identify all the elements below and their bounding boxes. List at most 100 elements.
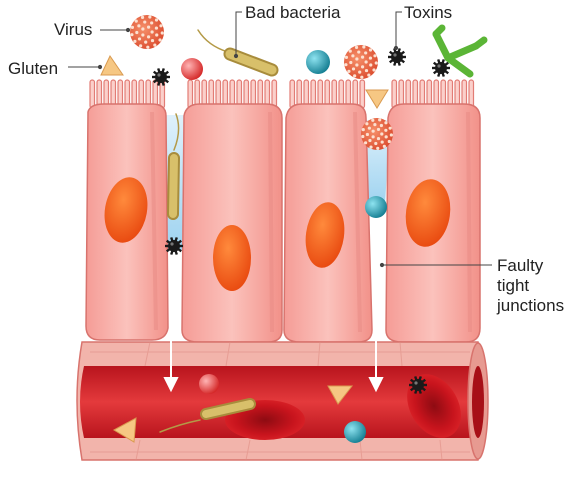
toxin [388,48,406,66]
nucleus-3 [305,202,345,268]
cell-3-shade [353,111,362,333]
nuclei [104,177,451,291]
virus-spike [365,122,369,126]
red-particle-vessel [199,374,219,394]
virus-spike [146,25,151,29]
bacteria [159,29,279,433]
teal-particle-vessel [344,421,366,443]
virus-spike [154,26,159,30]
gluten-top-left [100,54,124,76]
viruses [130,15,393,150]
virus-spike [373,54,377,58]
virus-spike [150,30,154,34]
toxin [409,376,427,394]
bacterium-gap [167,113,180,220]
virus-spike [360,65,365,69]
virus-spike [148,15,152,19]
toxins [152,48,450,394]
virus-label: Virus [54,20,93,39]
bacterium-top [197,29,279,77]
teal-particle-top [306,50,330,74]
green-molecule [432,24,488,78]
virus-spike [355,57,359,61]
cell-2 [181,103,283,343]
leader-bad-bacteria [235,11,242,56]
virus-spike [384,121,388,125]
microvillus [187,79,194,109]
virus-spike [364,60,368,64]
virus-top [130,15,164,49]
microvillus [359,79,366,109]
virus-spike [379,123,384,128]
virus-spike [378,118,382,122]
toxin [152,68,170,86]
virus-spike [348,49,352,53]
teal-particles [306,50,387,443]
virus-spike [373,123,377,127]
virus-spike [388,126,392,130]
virus-spike [384,135,388,139]
virus-spike [364,51,368,55]
virus-spike [155,33,159,37]
virus-spike [154,18,159,22]
virus-spike [150,21,154,25]
virus-spike [344,63,348,67]
virus-spike [368,138,372,143]
virus-spike [360,55,365,59]
virus-spike [349,60,353,65]
virus-spike [368,48,373,52]
microvillus [271,79,278,109]
microvillus [289,79,296,109]
vessel-wall-texture [90,341,470,461]
virus-spike [146,45,150,49]
gluten-label: Gluten [8,59,59,78]
cell-2-shade [268,111,274,333]
virus-spike [144,40,148,44]
gluten-vessel-left [112,417,137,443]
virus-spike [143,20,147,24]
virus-spike [347,69,351,73]
gluten-triangles [100,54,389,443]
virus-spike [361,134,365,139]
virus-spike [361,128,365,132]
nucleus-1 [104,177,148,243]
arrow-left-head [163,377,179,393]
leader-lines [68,11,492,268]
virus-spike [134,19,138,23]
virus-spike [376,136,381,141]
virus-spike [369,63,373,67]
toxin [165,237,183,255]
virus-spike [139,44,143,48]
virus-spike [362,45,366,49]
nucleus-2 [213,225,251,291]
virus-spike [374,61,378,65]
virus-spike [372,68,376,72]
virus-spike [364,141,368,145]
arrow-right-head [368,377,384,393]
virus-spike [140,15,145,19]
faulty-label-line1: Faulty [497,256,544,275]
virus-spike [376,146,380,150]
virus-spike [158,38,162,42]
translocation-arrows [163,218,384,393]
virus-spike [382,144,386,148]
virus-spike [146,35,151,39]
virus-spike [380,132,384,136]
faulty-label-line2: tight [497,276,530,295]
virus-spike [137,37,142,41]
toxins-label: Toxins [404,3,453,22]
virus-spike [159,24,163,28]
virus-spike [358,70,362,74]
faulty-tight-junctions-label: Faulty tight junctions [497,256,564,316]
virus-spike [133,39,137,43]
red-particle-top [181,58,203,80]
virus-spike [365,132,370,137]
virus-spike [368,56,373,60]
virus-spike [344,55,349,59]
virus-spike [353,74,357,78]
vessel-end-right-inner [472,366,484,438]
virus-spike [160,31,164,35]
virus-spike [364,68,369,73]
